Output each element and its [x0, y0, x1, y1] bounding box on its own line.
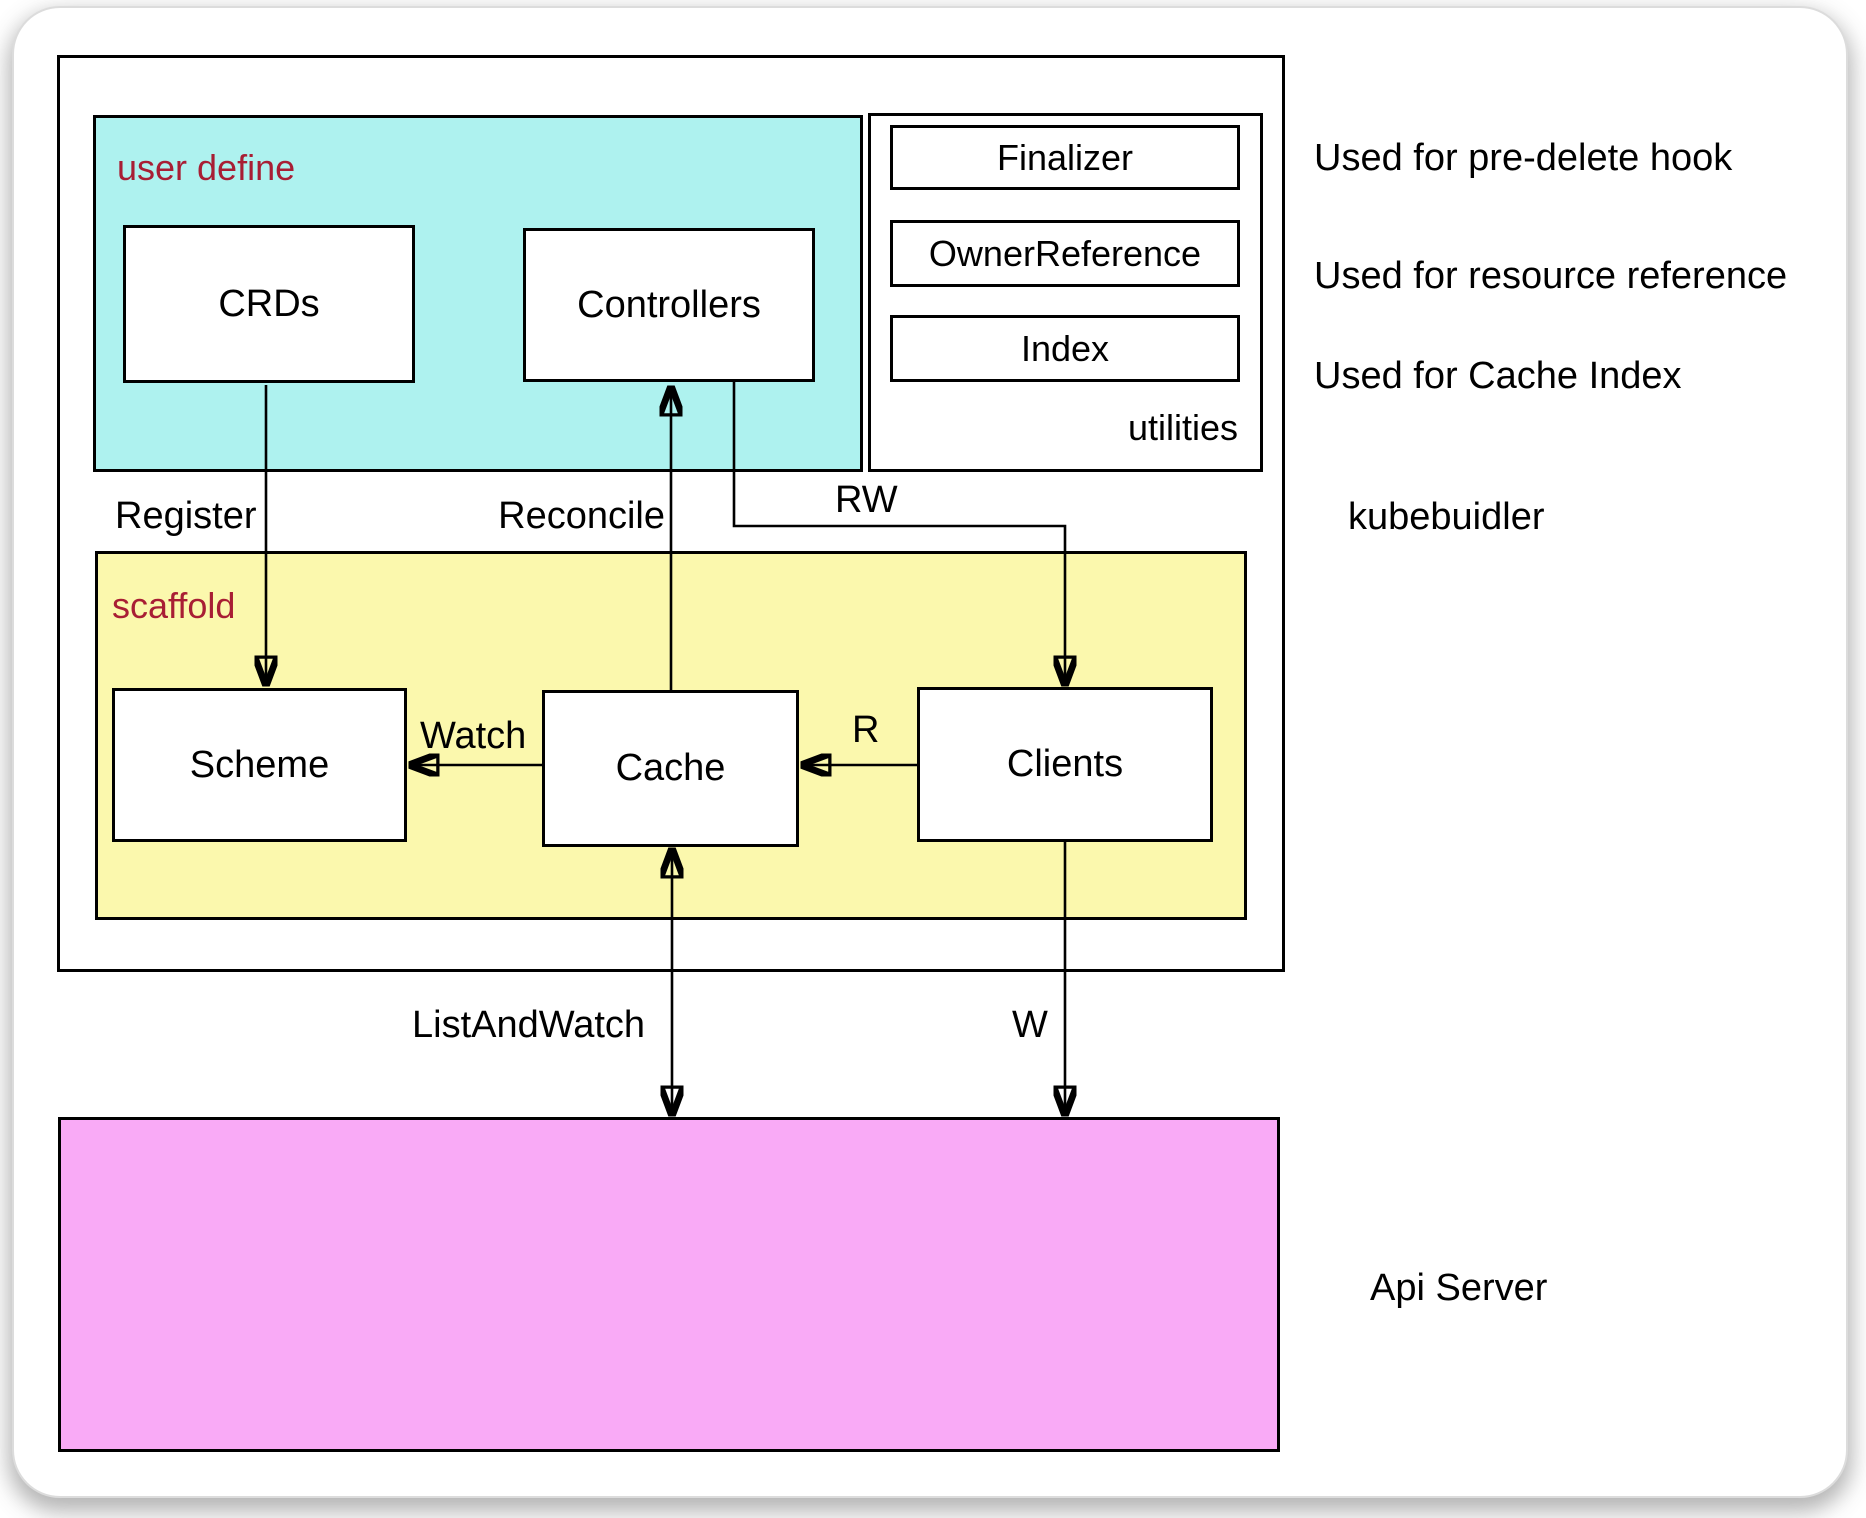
list-and-watch-edge-label: ListAndWatch [412, 1004, 646, 1046]
kubebuilder-caption: kubebuidler [1348, 496, 1545, 538]
controllers-node: Controllers [523, 228, 815, 382]
controllers-label: Controllers [577, 283, 761, 326]
scheme-label: Scheme [189, 743, 330, 786]
crds-node: CRDs [123, 225, 415, 383]
owner-reference-label: OwnerReference [928, 232, 1202, 274]
reconcile-edge-label: Reconcile [498, 495, 665, 537]
clients-label: Clients [1006, 743, 1124, 785]
cache-label: Cache [615, 747, 726, 789]
watch-edge-label: Watch [420, 715, 527, 757]
index-node: Index [890, 315, 1240, 382]
rw-edge-label: RW [835, 479, 898, 521]
utilities-label: utilities [1127, 407, 1238, 448]
owner-reference-note: Used for resource reference [1314, 255, 1788, 297]
user-define-label: user define [117, 147, 296, 188]
finalizer-node: Finalizer [890, 125, 1240, 190]
crds-label: CRDs [218, 282, 320, 325]
api-server-region [58, 1117, 1280, 1452]
index-label: Index [1020, 327, 1110, 369]
w-edge-label: W [1012, 1004, 1048, 1046]
owner-reference-node: OwnerReference [890, 220, 1240, 287]
api-server-caption: Api Server [1370, 1267, 1548, 1309]
register-edge-label: Register [115, 495, 257, 537]
cache-node: Cache [542, 690, 799, 847]
index-note: Used for Cache Index [1314, 355, 1682, 397]
finalizer-label: Finalizer [996, 136, 1134, 178]
scheme-node: Scheme [112, 688, 407, 842]
r-edge-label: R [852, 709, 880, 751]
finalizer-note: Used for pre-delete hook [1314, 137, 1733, 179]
scaffold-label: scaffold [112, 585, 236, 626]
clients-node: Clients [917, 687, 1213, 842]
